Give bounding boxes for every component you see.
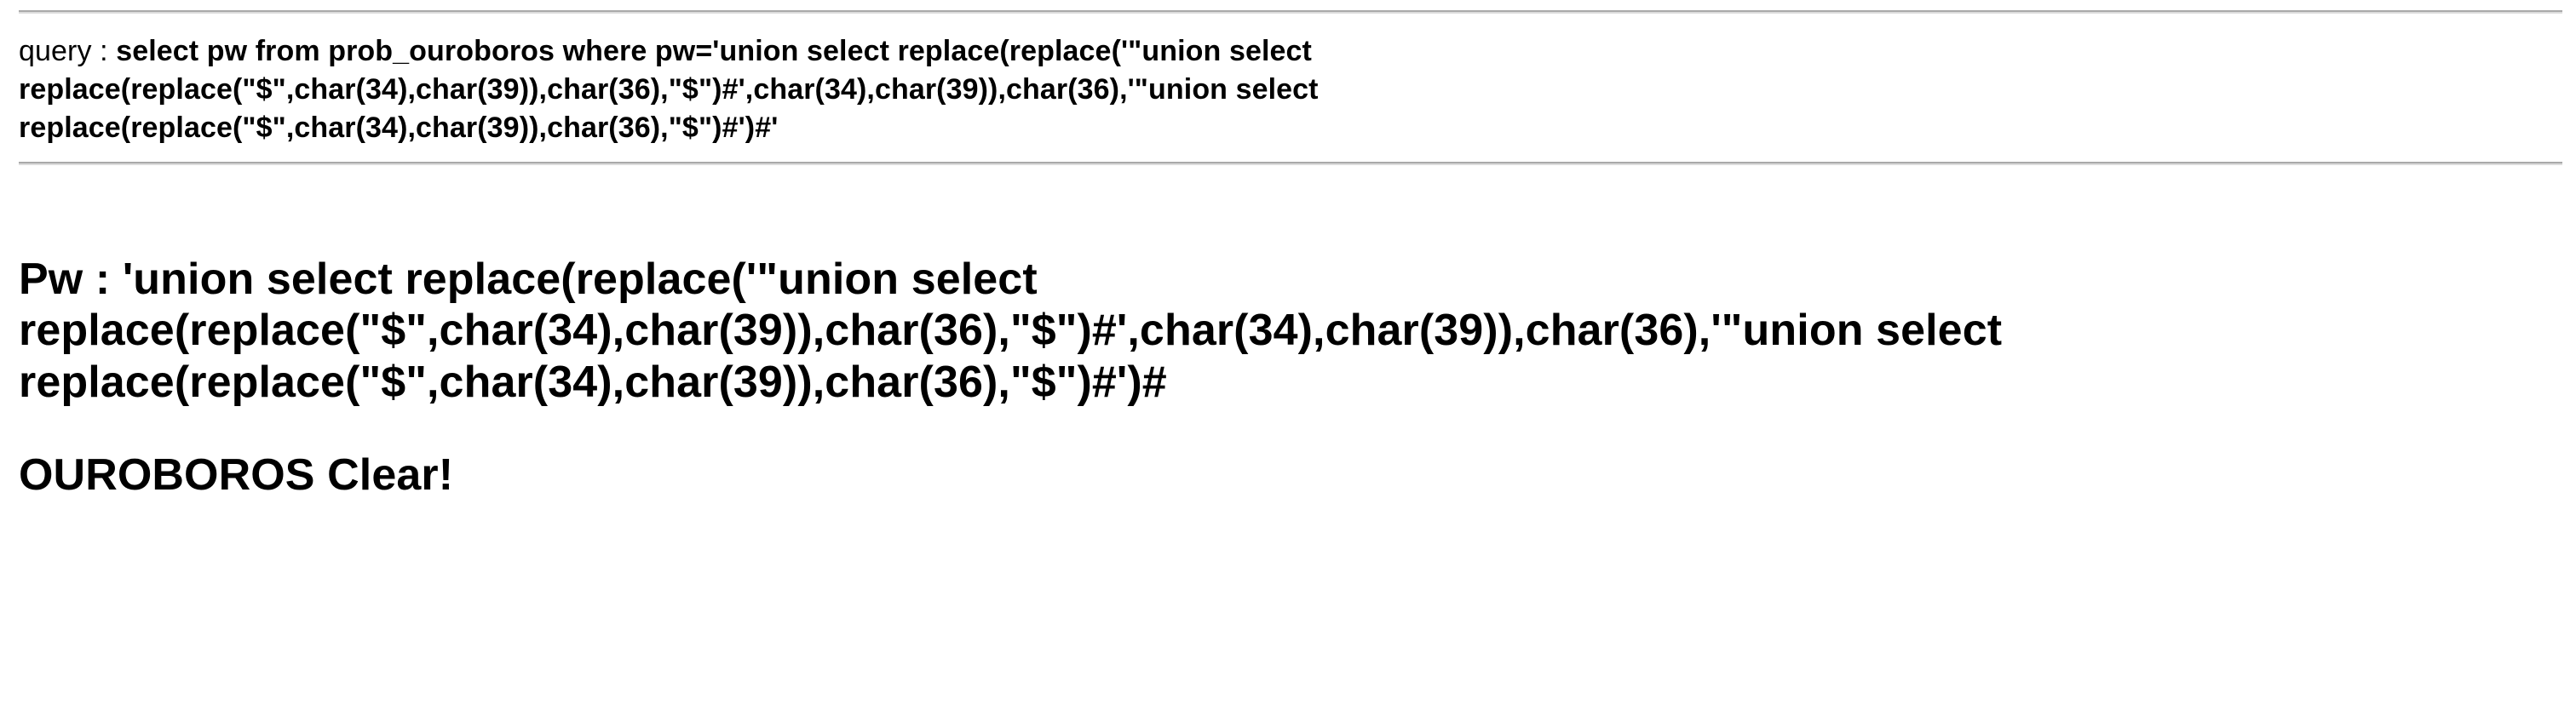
pw-label: Pw :	[19, 254, 123, 304]
query-sql-text: select pw from prob_ouroboros where pw='…	[19, 35, 1319, 145]
pw-value-text: 'union select replace(replace('"union se…	[19, 254, 2003, 408]
result-message: OUROBOROS Clear!	[19, 449, 2562, 501]
section-spacer	[14, 165, 2562, 254]
query-rule-bottom	[19, 161, 2562, 165]
result-message-text: OUROBOROS Clear!	[19, 450, 454, 501]
query-rule-top	[19, 10, 2562, 14]
pw-line: Pw : 'union select replace(replace('"uni…	[19, 254, 2557, 409]
query-label: query :	[19, 35, 117, 67]
query-line: query : select pw from prob_ouroboros wh…	[19, 32, 1791, 148]
page-body: query : select pw from prob_ouroboros wh…	[0, 10, 2576, 501]
